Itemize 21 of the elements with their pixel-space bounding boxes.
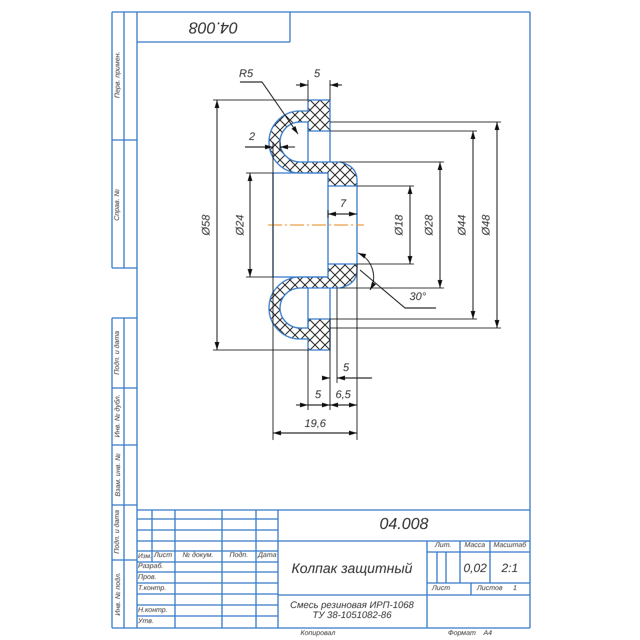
dimension-value: Ø24 — [234, 214, 246, 236]
drawing-title: Колпак защитный — [292, 560, 412, 576]
dimension-value: 5 — [343, 362, 350, 374]
dimension-value: 5 — [314, 68, 320, 80]
dimension-value: R5 — [239, 68, 254, 80]
dimension-value: 30° — [410, 291, 426, 304]
dimension-value: Ø48 — [480, 214, 492, 236]
scale-value: 2:1 — [502, 562, 518, 575]
dimension-value: 7 — [340, 198, 346, 210]
mass-value: 0,02 — [464, 562, 487, 575]
dimension-value: 6,5 — [336, 389, 351, 402]
document-number: 04.008 — [188, 18, 238, 36]
dimension-value: 19,6 — [304, 418, 326, 430]
dimension-value: Ø58 — [200, 214, 212, 236]
dimension-value: 5 — [315, 389, 322, 402]
dimension-value: Ø44 — [456, 214, 468, 236]
dimension-value: 2 — [249, 131, 256, 144]
dimension-value: Ø28 — [422, 214, 435, 236]
dimension-value: Ø18 — [392, 214, 405, 236]
document-number: 04.008 — [380, 516, 428, 534]
material-note: Смесь резиновая ИРП-1068 ТУ 38-1051082-86 — [289, 600, 415, 622]
